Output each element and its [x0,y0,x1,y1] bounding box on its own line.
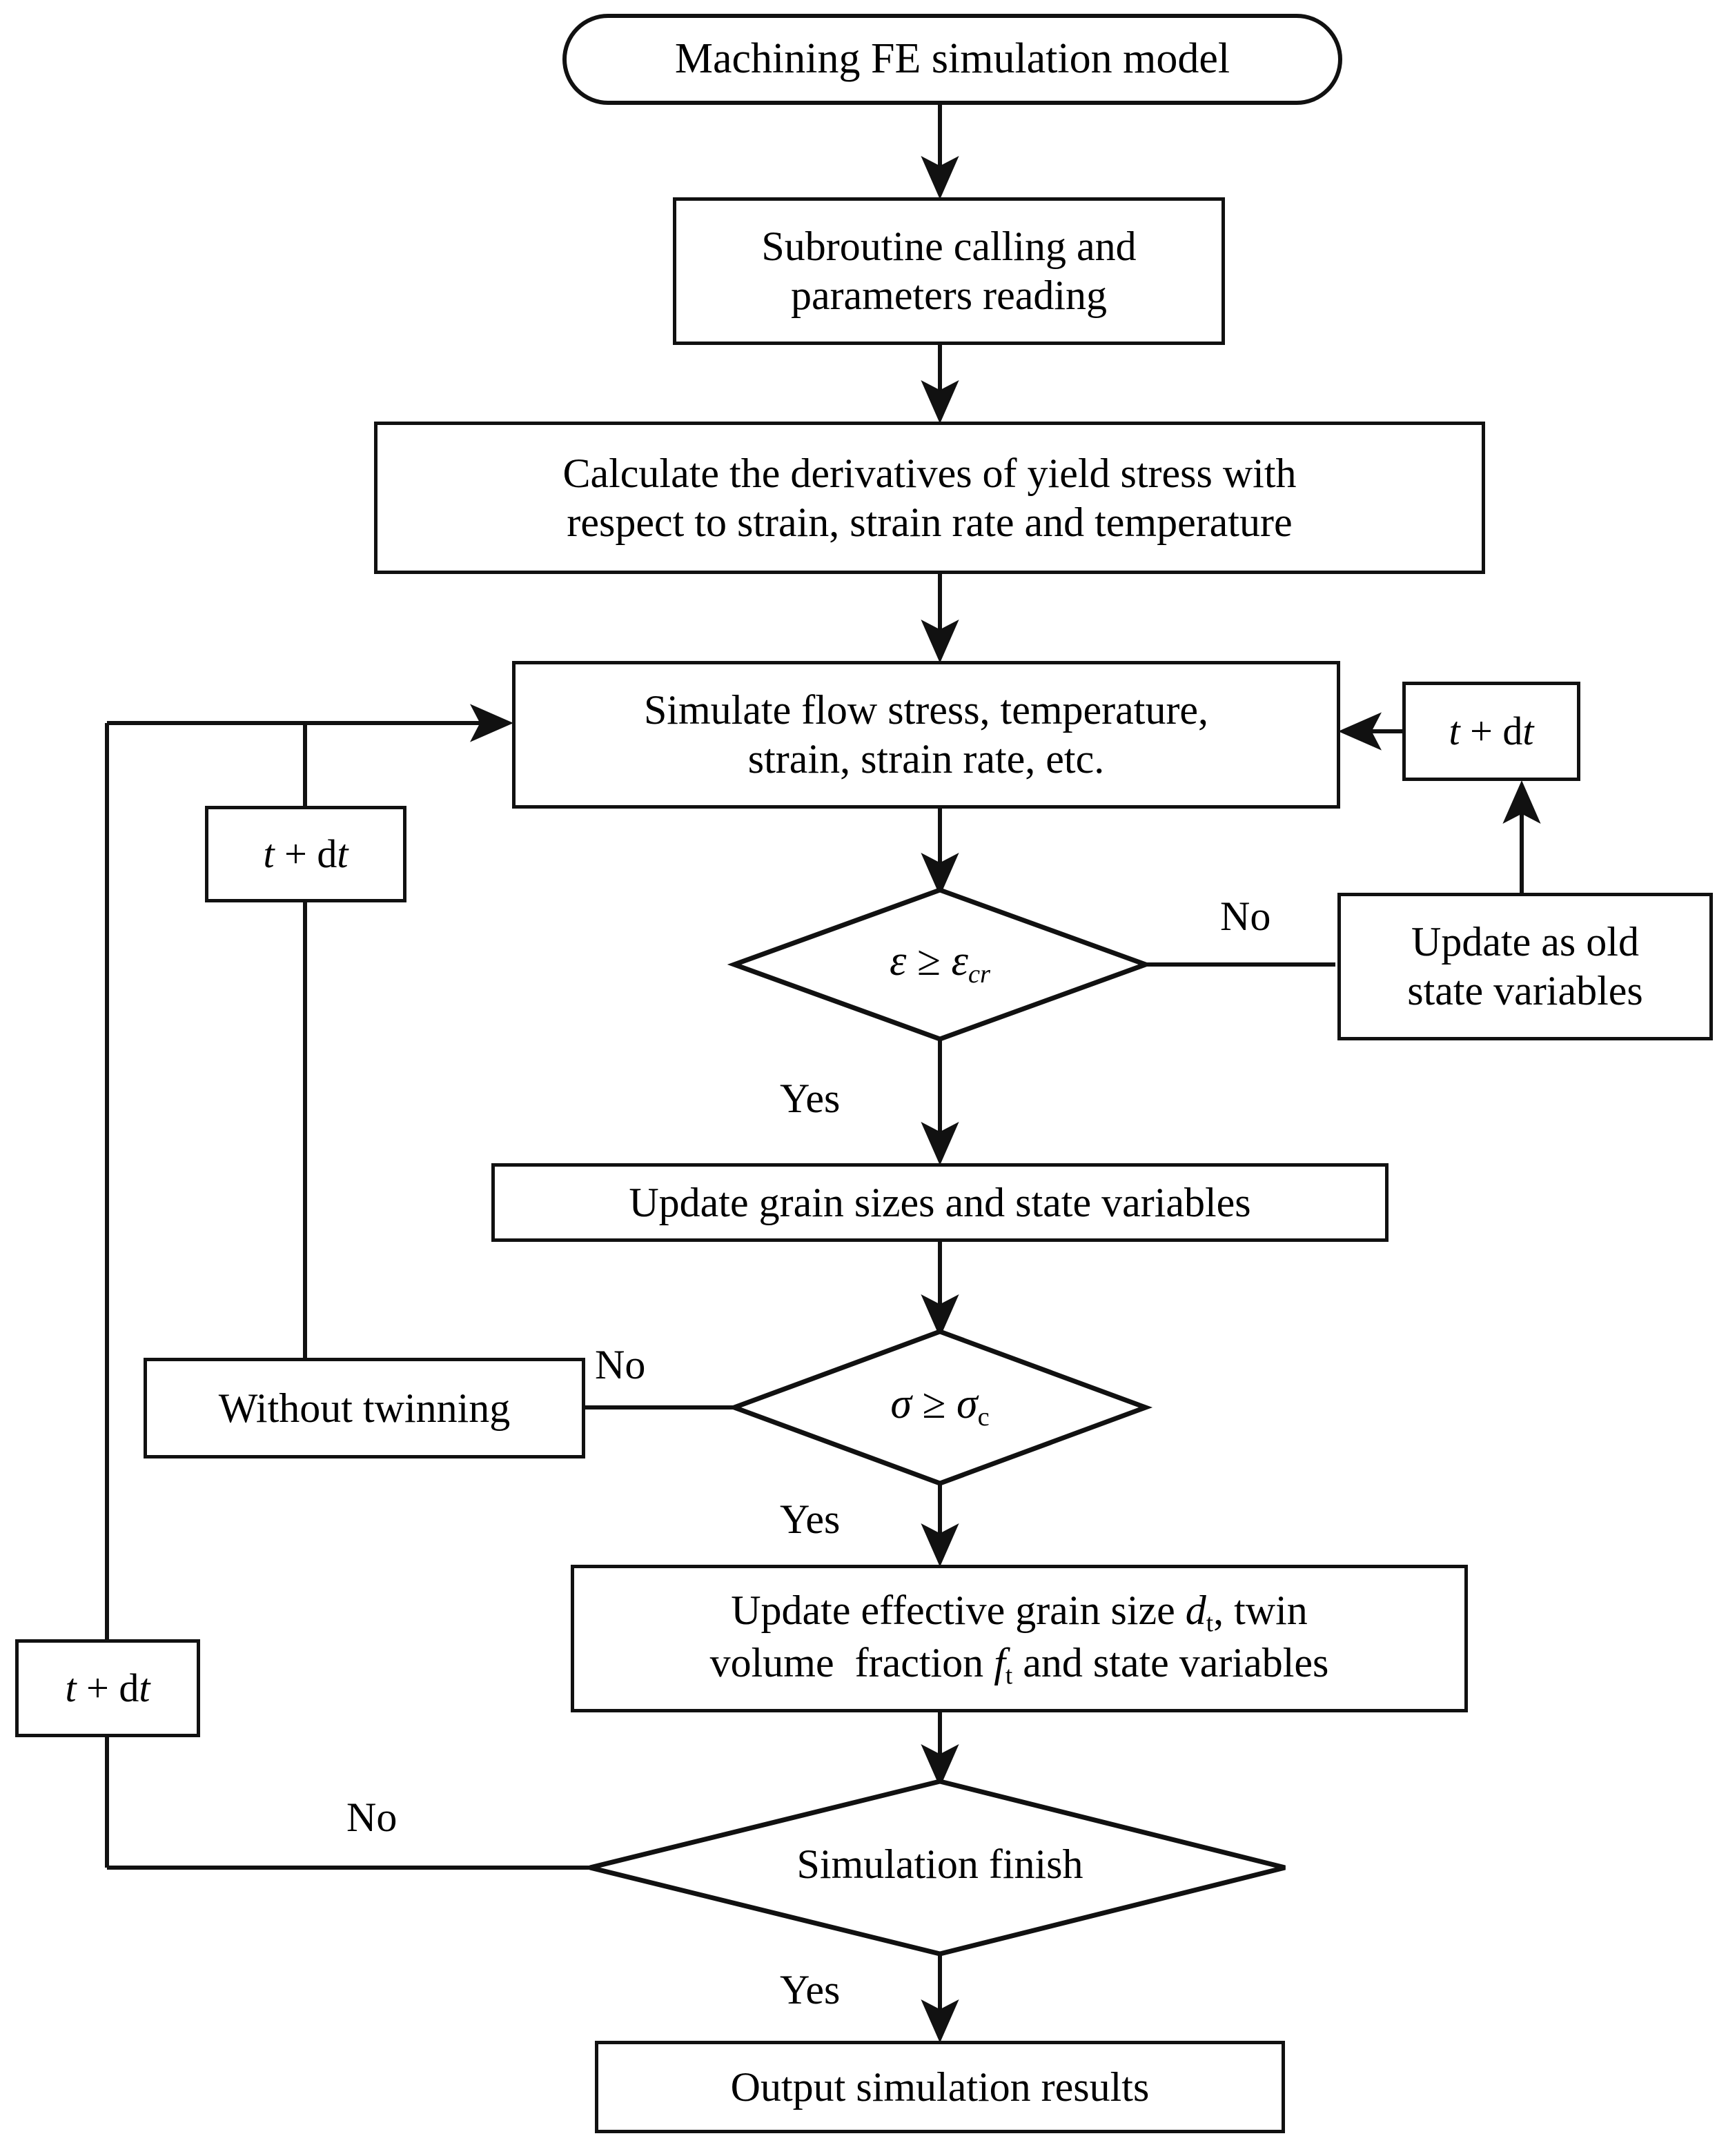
edge-label-stress-yes: Yes [780,1496,841,1542]
edge-label-strain-no: No [1220,893,1271,939]
node-subroutine-label: Subroutine calling and parameters readin… [752,222,1146,320]
node-update-old-line1: Update as old [1411,919,1639,965]
node-simulate[interactable]: Simulate flow stress, temperature, strai… [512,661,1340,809]
node-output-label: Output simulation results [730,2064,1150,2110]
decision-stress-shape [727,1329,1153,1486]
node-simulate-line1: Simulate flow stress, temperature, [643,687,1209,733]
node-update-grain[interactable]: Update grain sizes and state variables [491,1163,1389,1242]
node-simulate-line2: strain, strain rate, etc. [747,736,1105,782]
decision-finish-text: Simulation finish [796,1841,1083,1887]
node-dt-bottom-left-label: t + dt [65,1665,150,1710]
node-without-twinning-label: Without twinning [218,1385,511,1431]
edge-label-stress-no: No [595,1342,646,1387]
node-subroutine-line2: parameters reading [790,273,1108,318]
node-simulate-label: Simulate flow stress, temperature, strai… [634,686,1218,784]
edge-label-finish-no: No [346,1794,398,1840]
node-dt-mid-left[interactable]: t + dt [205,806,406,902]
decision-finish-label: Simulation finish [733,1841,1147,1888]
node-derivatives-line2: respect to strain, strain rate and tempe… [567,499,1293,545]
node-dt-bottom-left[interactable]: t + dt [15,1639,200,1737]
node-dt-mid-left-label: t + dt [263,831,349,876]
decision-finish-shape [589,1779,1286,1957]
decision-strain-label: ε ≥ εcr [890,938,990,989]
node-dt-right-label: t + dt [1449,708,1534,753]
decision-strain-shape [727,887,1153,1042]
node-derivatives[interactable]: Calculate the derivatives of yield stres… [374,422,1485,574]
node-output[interactable]: Output simulation results [595,2041,1285,2133]
node-derivatives-line1: Calculate the derivatives of yield stres… [562,450,1297,496]
node-without-twinning[interactable]: Without twinning [144,1358,585,1458]
node-start[interactable]: Machining FE simulation model [562,14,1342,105]
node-update-old[interactable]: Update as old state variables [1337,893,1713,1040]
node-subroutine[interactable]: Subroutine calling and parameters readin… [673,197,1225,345]
node-update-grain-label: Update grain sizes and state variables [629,1179,1251,1225]
node-derivatives-label: Calculate the derivatives of yield stres… [553,449,1306,547]
node-dt-right[interactable]: t + dt [1402,682,1580,781]
node-update-effective[interactable]: Update effective grain size dt, twin vol… [571,1565,1468,1712]
node-subroutine-line1: Subroutine calling and [761,224,1137,270]
edge-label-finish-yes: Yes [780,1967,841,2012]
node-update-old-label: Update as old state variables [1397,918,1653,1016]
edge-label-strain-yes: Yes [780,1076,841,1121]
node-update-old-line2: state variables [1407,968,1643,1013]
node-start-label: Machining FE simulation model [674,35,1230,83]
node-update-effective-label: Update effective grain size dt, twin vol… [709,1587,1329,1690]
decision-stress-label: σ ≥ σc [890,1381,990,1432]
